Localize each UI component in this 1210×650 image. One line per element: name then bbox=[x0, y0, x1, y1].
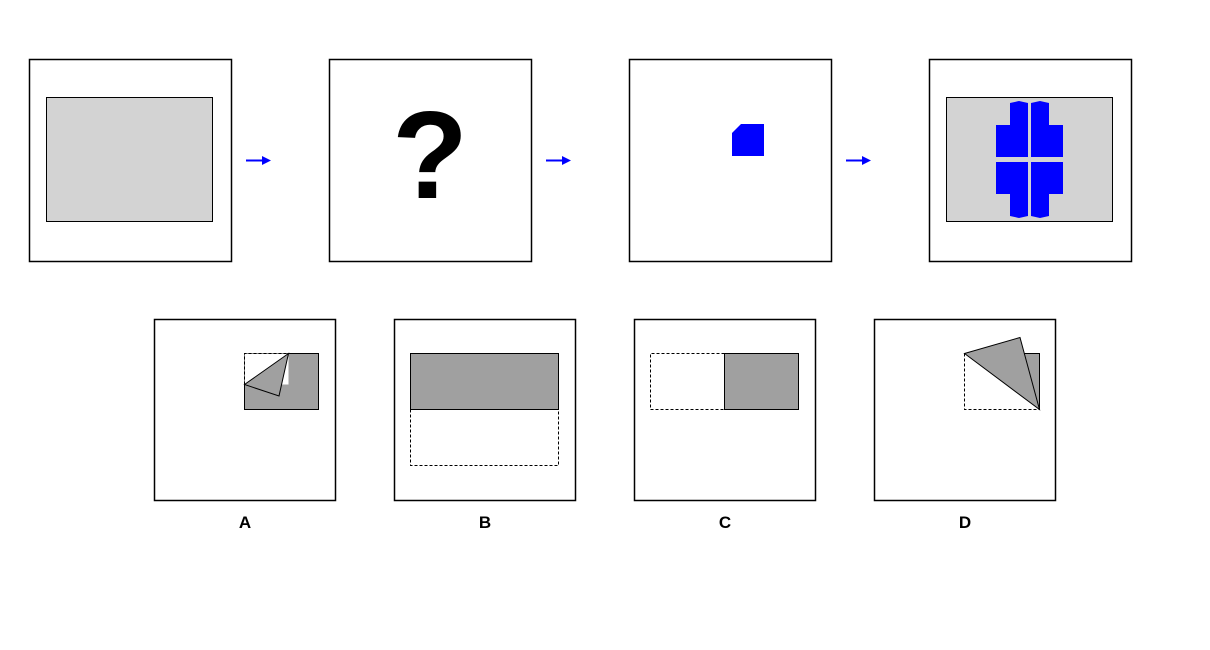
sequence-panel-3 bbox=[628, 58, 833, 263]
folded-flap bbox=[963, 336, 1041, 411]
panel-frame bbox=[628, 58, 833, 263]
original-edge-outline bbox=[650, 353, 725, 410]
question-mark: ? bbox=[392, 87, 468, 225]
arrow-right-icon bbox=[546, 156, 571, 165]
option-c[interactable]: C bbox=[633, 318, 817, 533]
sequence-panel-2: ? bbox=[328, 58, 533, 263]
original-edge-outline bbox=[244, 353, 289, 385]
arrow-right-icon bbox=[846, 156, 871, 165]
option-a[interactable]: A bbox=[153, 318, 337, 533]
sequence-panel-1 bbox=[28, 58, 233, 263]
folded-sheet bbox=[410, 353, 559, 410]
arrow-right-icon bbox=[246, 156, 271, 165]
original-edge-outline bbox=[410, 409, 559, 466]
sequence-panel-4 bbox=[928, 58, 1133, 263]
panel-frame bbox=[328, 58, 533, 263]
option-label-d: D bbox=[959, 513, 971, 532]
option-label-b: B bbox=[479, 513, 491, 532]
gray-sheet bbox=[46, 97, 213, 222]
option-b[interactable]: B bbox=[393, 318, 577, 533]
folded-sheet bbox=[724, 353, 799, 410]
unfolded-holes bbox=[996, 101, 1063, 218]
folded-flap bbox=[243, 352, 290, 397]
option-d[interactable]: D bbox=[873, 318, 1057, 533]
punched-hole-shape bbox=[732, 124, 764, 156]
option-label-a: A bbox=[239, 513, 251, 532]
option-label-c: C bbox=[719, 513, 731, 532]
unfolded-sheet bbox=[946, 97, 1113, 222]
original-edge-outline bbox=[964, 353, 1040, 410]
